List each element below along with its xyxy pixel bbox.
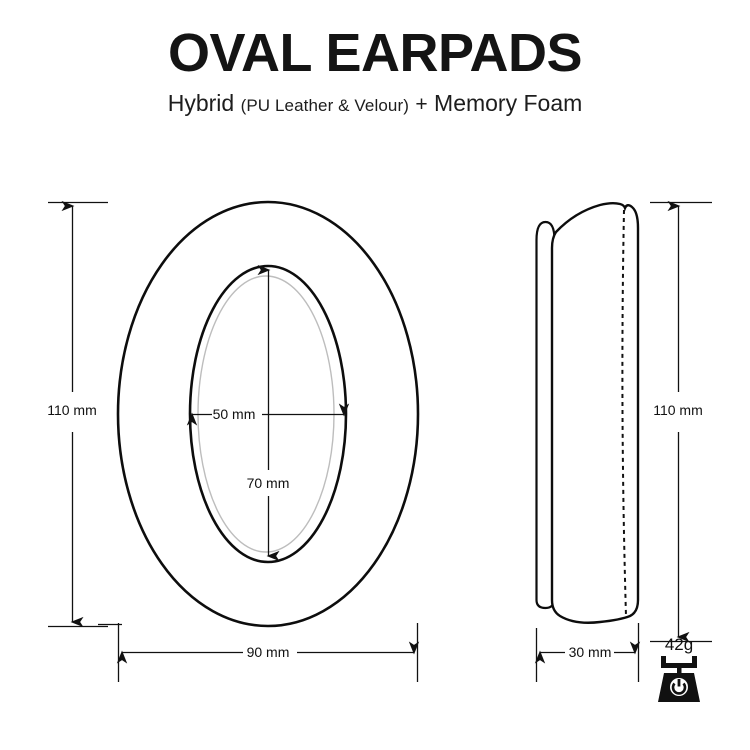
subtitle-material-note: (PU Leather & Velour) (240, 96, 409, 115)
side-height-label: 110 mm (653, 402, 703, 418)
side-thickness-dimension: 30 mm (534, 623, 641, 682)
kitchen-scale-icon (658, 656, 700, 702)
front-width-label: 90 mm (247, 644, 290, 660)
opening-height-dimension: 70 mm (247, 264, 290, 562)
earpad-side-seam-dashed (621, 209, 627, 617)
side-height-dimension: 110 mm (650, 200, 712, 643)
opening-width-label: 50 mm (213, 406, 256, 422)
opening-width-dimension: 50 mm (186, 403, 350, 426)
subtitle-plus: + (415, 93, 428, 116)
front-height-label: 110 mm (47, 402, 97, 418)
page-subtitle: Hybrid (PU Leather & Velour) + Memory Fo… (0, 82, 750, 119)
front-height-dimension: 110 mm (47, 200, 108, 628)
weight-label: 42g (665, 635, 693, 654)
side-view-group (535, 202, 640, 624)
opening-height-label: 70 mm (247, 475, 290, 491)
page-title: OVAL EARPADS (167, 23, 583, 83)
side-thickness-label: 30 mm (569, 644, 612, 660)
earpad-side-body (550, 202, 640, 624)
subtitle-lead: Hybrid (167, 90, 235, 116)
weight-badge: 42g (658, 635, 700, 702)
front-width-dimension: 90 mm (98, 623, 420, 682)
subtitle-tail: Memory Foam (434, 90, 583, 116)
header: OVAL EARPADS Hybrid (PU Leather & Velour… (0, 0, 750, 119)
